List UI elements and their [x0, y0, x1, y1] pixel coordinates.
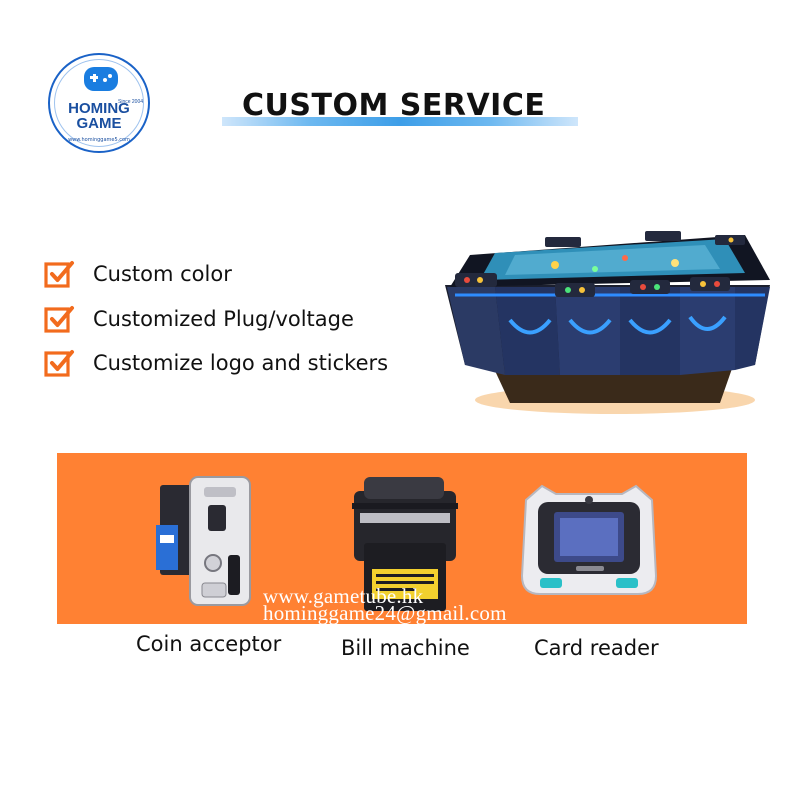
feature-label: Customize logo and stickers — [93, 351, 389, 375]
feature-item: Customize logo and stickers — [43, 347, 388, 379]
logo-url: www.hominggame5.com — [68, 137, 130, 143]
bill-machine-label: Bill machine — [341, 636, 470, 660]
gamepad-icon — [84, 67, 118, 91]
logo-ring — [54, 59, 144, 147]
coin-acceptor-image — [150, 475, 262, 615]
homing-game-logo: Since 2004 HOMING GAME www.hominggame5.c… — [48, 53, 150, 153]
checkbox-icon — [43, 303, 75, 335]
feature-label: Customized Plug/voltage — [93, 307, 354, 331]
feature-item: Customized Plug/voltage — [43, 303, 354, 335]
logo-name-line1: HOMING — [68, 100, 130, 117]
coin-acceptor-label: Coin acceptor — [136, 632, 282, 656]
title-underline — [222, 117, 578, 126]
watermark-email: hominggame24@gmail.com — [263, 601, 507, 625]
bill-machine-image — [346, 473, 464, 613]
logo-name-line2: GAME — [76, 115, 122, 132]
page-title: CUSTOM SERVICE — [242, 88, 546, 123]
fish-game-machine-image — [435, 225, 780, 420]
card-reader-label: Card reader — [534, 636, 659, 660]
feature-label: Custom color — [93, 262, 232, 286]
checkbox-icon — [43, 258, 75, 290]
checkbox-icon — [43, 347, 75, 379]
watermark-website: www.gametube.hk — [263, 584, 424, 608]
feature-item: Custom color — [43, 258, 232, 290]
card-reader-image — [516, 480, 662, 600]
logo-since: Since 2004 — [118, 99, 144, 105]
